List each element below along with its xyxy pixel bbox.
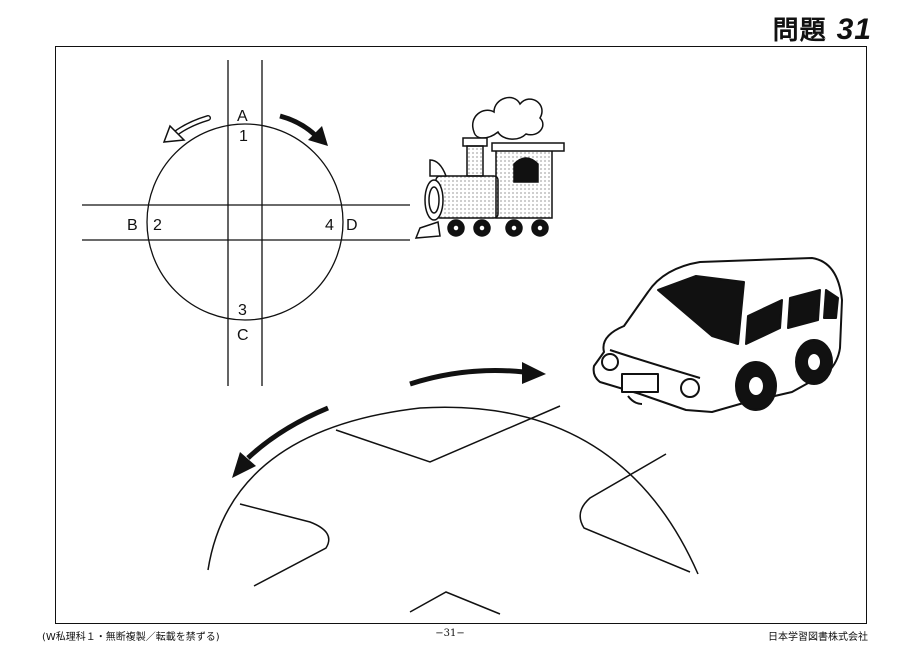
label-c: C — [237, 327, 249, 344]
number-1: 1 — [239, 128, 248, 145]
page-number: −31− — [435, 628, 465, 639]
outline-arrow-icon — [162, 115, 211, 143]
label-d: D — [346, 217, 358, 234]
label-b: B — [127, 217, 138, 234]
publisher-name: 日本学習図書株式会社 — [768, 632, 868, 643]
number-3: 3 — [238, 302, 247, 319]
problem-number: 31 — [836, 13, 872, 46]
label-a: A — [237, 108, 248, 125]
car-illustration — [592, 257, 843, 413]
circle-road-diagram — [82, 60, 410, 386]
circle-track — [146, 123, 344, 321]
number-4: 4 — [325, 217, 334, 234]
globe-right-arrow-icon — [409, 362, 546, 387]
problem-title: 問題 31 — [773, 10, 872, 47]
globe-illustration — [207, 405, 699, 615]
globe-left-arrow-icon — [232, 405, 329, 478]
filled-arrow-icon — [279, 113, 328, 146]
number-2: 2 — [153, 217, 162, 234]
steam-locomotive-illustration — [414, 96, 565, 239]
problem-title-text: 問題 — [772, 16, 827, 46]
copyright-notice: (W私理科１・無断複製／転載を禁ずる) — [42, 632, 220, 643]
worksheet-frame — [55, 46, 867, 624]
